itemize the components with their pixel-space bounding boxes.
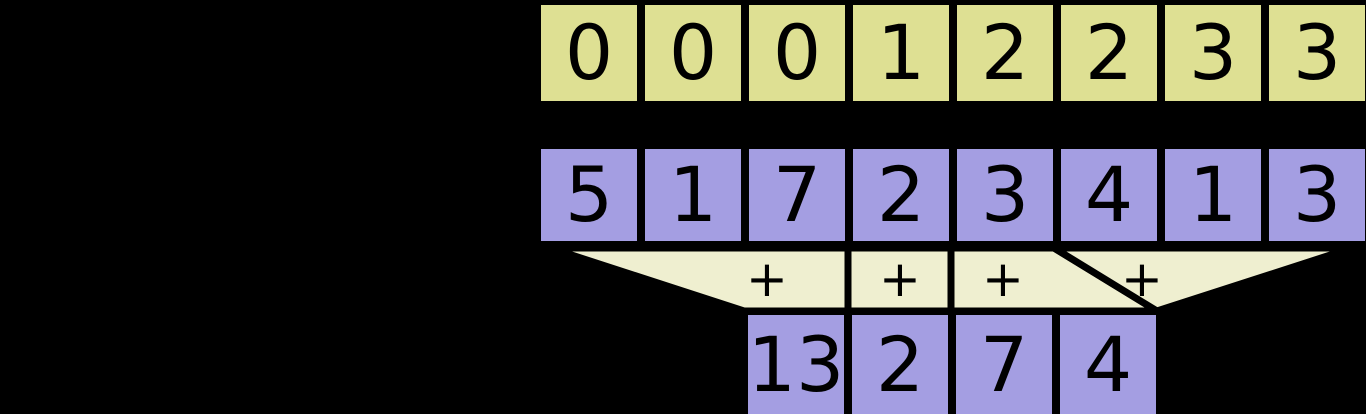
input-values-row: 5 1 7 2 3 4 1 3 xyxy=(537,145,1366,245)
input-cell: 3 xyxy=(1265,145,1366,245)
input-cell: 3 xyxy=(953,145,1057,245)
flag-cell: 0 xyxy=(745,0,849,105)
funnel-segment-1 xyxy=(548,244,852,315)
funnel-shapes xyxy=(548,244,1354,315)
input-cell: 1 xyxy=(1161,145,1265,245)
reduction-operator-band xyxy=(0,244,1366,315)
flag-cell: 0 xyxy=(641,0,745,105)
output-cell: 2 xyxy=(848,311,952,414)
input-cell: 5 xyxy=(537,145,641,245)
flag-cell: 3 xyxy=(1265,0,1366,105)
flag-cell: 0 xyxy=(537,0,641,105)
output-cell: 7 xyxy=(952,311,1056,414)
flag-cell: 2 xyxy=(1057,0,1161,105)
flag-cell: 1 xyxy=(849,0,953,105)
input-cell: 4 xyxy=(1057,145,1161,245)
flag-cell: 3 xyxy=(1161,0,1265,105)
output-cell: 4 xyxy=(1056,311,1160,414)
input-cell: 7 xyxy=(745,145,849,245)
funnel-segment-2 xyxy=(844,244,955,315)
output-values-row: 13 2 7 4 xyxy=(744,311,1161,414)
segment-flags-row: 0 0 0 1 2 2 3 3 xyxy=(537,0,1366,105)
output-cell: 13 xyxy=(744,311,848,414)
input-cell: 2 xyxy=(849,145,953,245)
funnel-segment-4 xyxy=(1041,244,1354,315)
flag-cell: 2 xyxy=(953,0,1057,105)
input-cell: 1 xyxy=(641,145,745,245)
